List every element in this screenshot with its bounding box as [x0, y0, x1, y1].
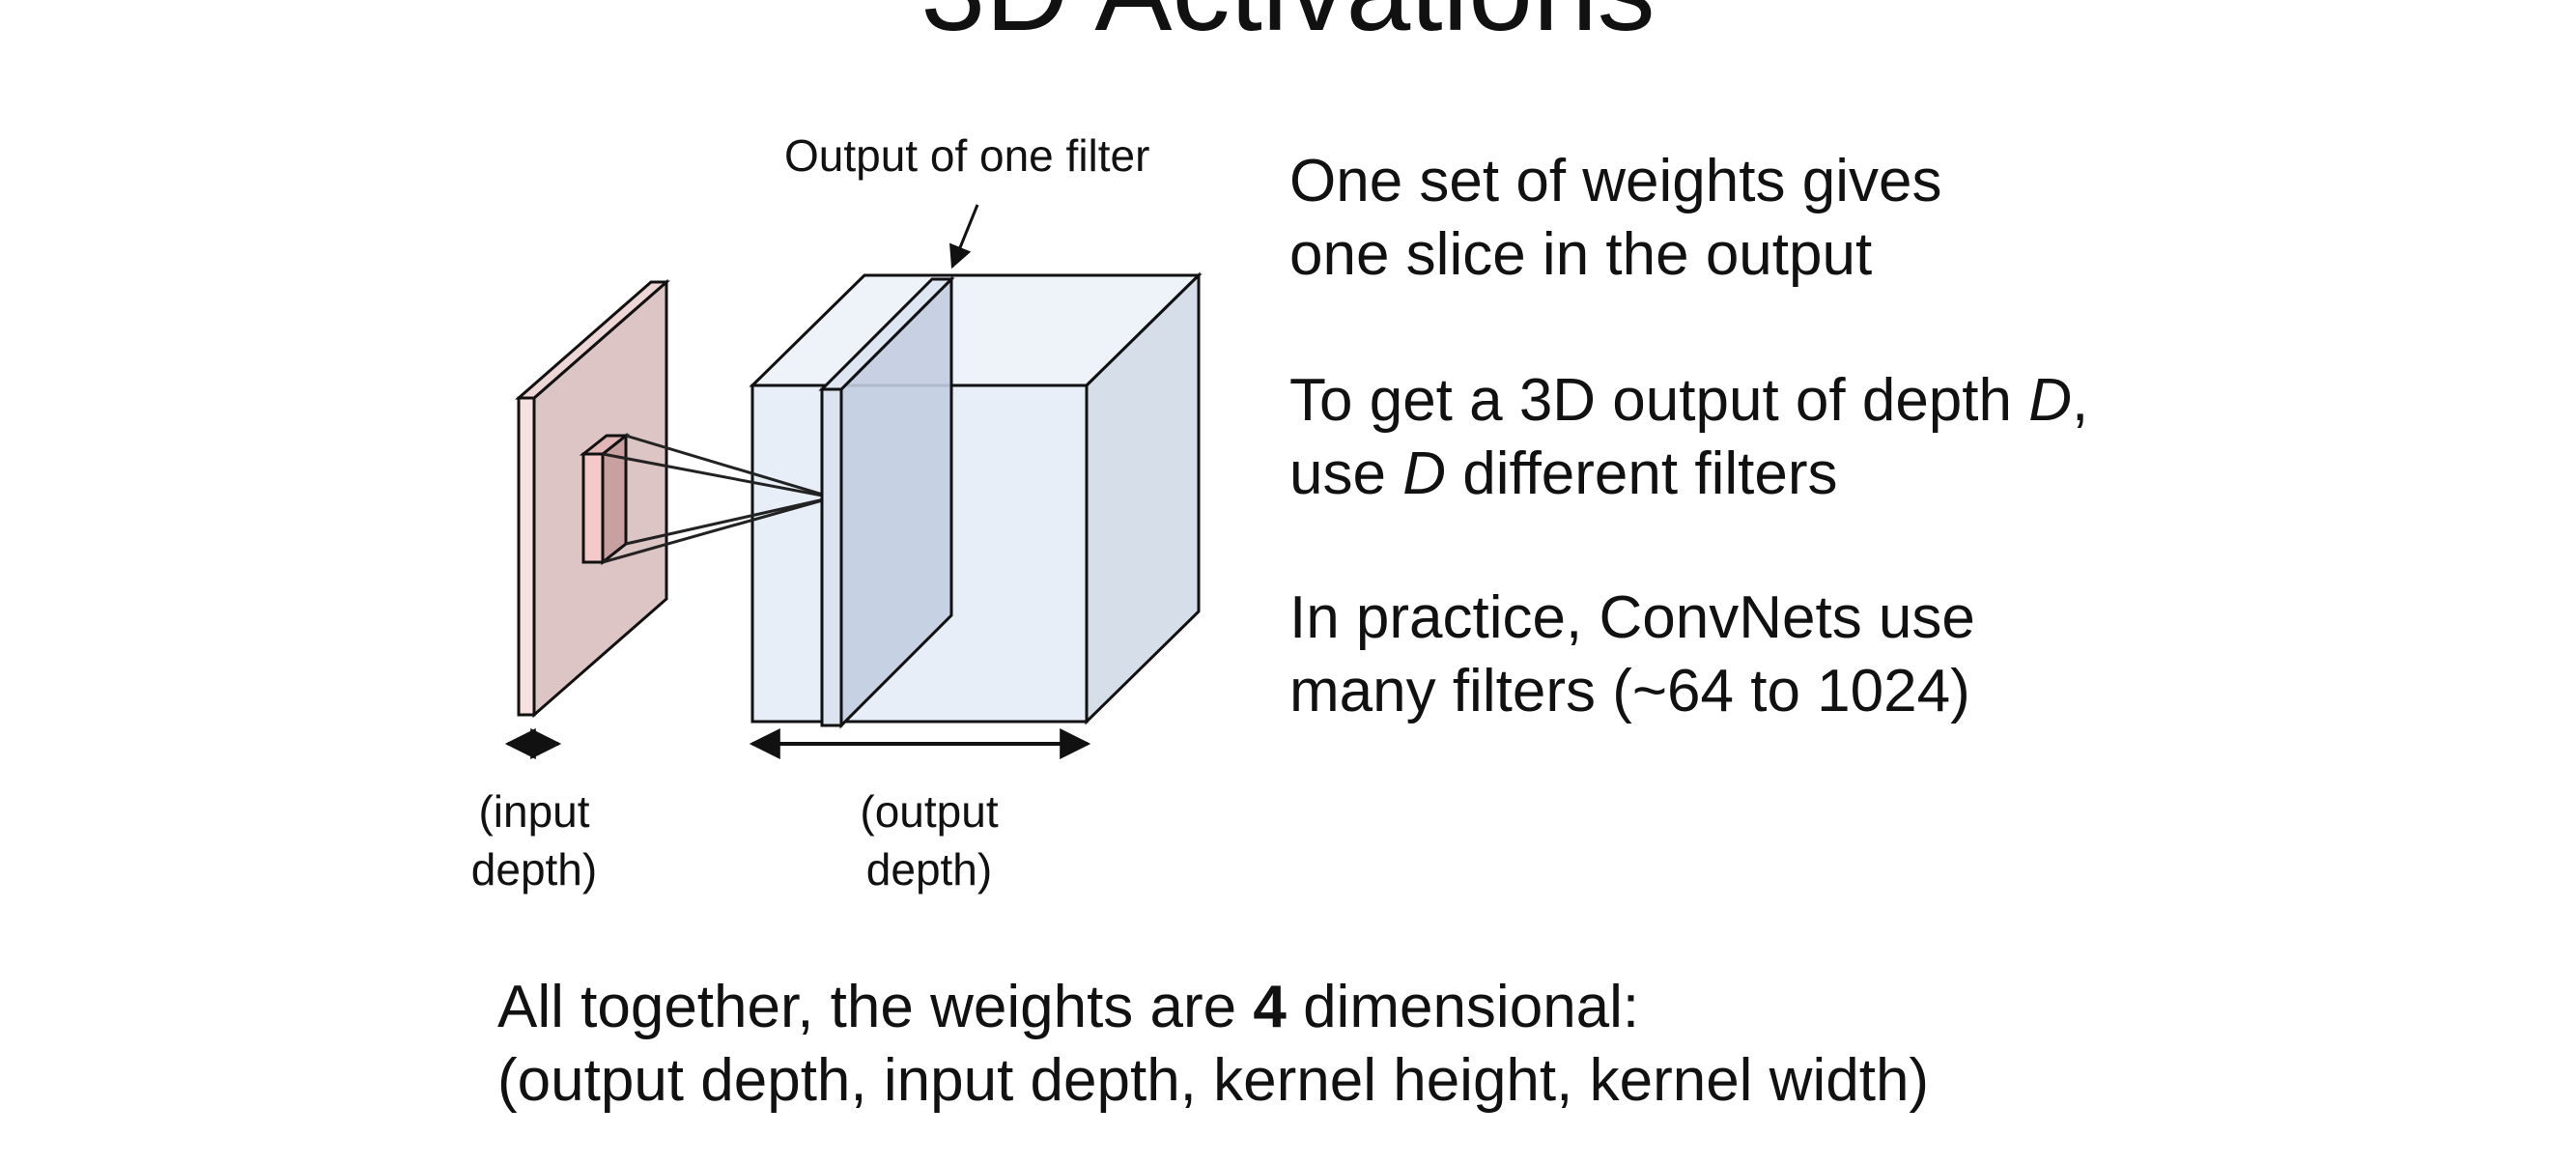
note-weights-slice-line2: one slice in the output	[1289, 221, 1873, 288]
output-depth-label-line1: (output	[860, 786, 999, 837]
filter-slice	[818, 275, 955, 729]
weights-summary-line1: All together, the weights are 4 dimensio…	[497, 974, 1640, 1040]
weights-summary-line2: (output depth, input depth, kernel heigh…	[497, 1047, 1930, 1114]
input-slab-front	[517, 396, 536, 717]
note-depth-d: To get a 3D output of depth D, use D dif…	[1289, 364, 2088, 511]
note-weights-slice-line1: One set of weights gives	[1289, 148, 1942, 214]
slide-title: 3D Activations	[0, 0, 2576, 48]
filter-slice-front	[820, 387, 843, 727]
filter-pointer-arrow	[949, 204, 979, 270]
output-cube	[749, 271, 1203, 725]
note-practice-line2: many filters (~64 to 1024)	[1289, 658, 1970, 724]
weights-summary: All together, the weights are 4 dimensio…	[497, 971, 1929, 1118]
note-weights-slice: One set of weights gives one slice in th…	[1289, 145, 1941, 292]
output-depth-label: (output depth)	[833, 782, 1026, 898]
note-depth-d-line2: use D different filters	[1289, 440, 1838, 507]
note-practice: In practice, ConvNets use many filters (…	[1289, 582, 1975, 728]
note-depth-d-line1: To get a 3D output of depth D,	[1289, 367, 2089, 434]
filter-output-label: Output of one filter	[784, 130, 1150, 181]
input-depth-label: (input depth)	[447, 782, 621, 898]
projection-lines	[602, 434, 834, 564]
input-depth-label-line1: (input	[478, 786, 590, 837]
input-depth-label-line2: depth)	[470, 844, 598, 894]
kernel-front	[581, 452, 605, 564]
output-depth-label-line2: depth)	[865, 844, 993, 894]
note-practice-line1: In practice, ConvNets use	[1289, 584, 1975, 651]
